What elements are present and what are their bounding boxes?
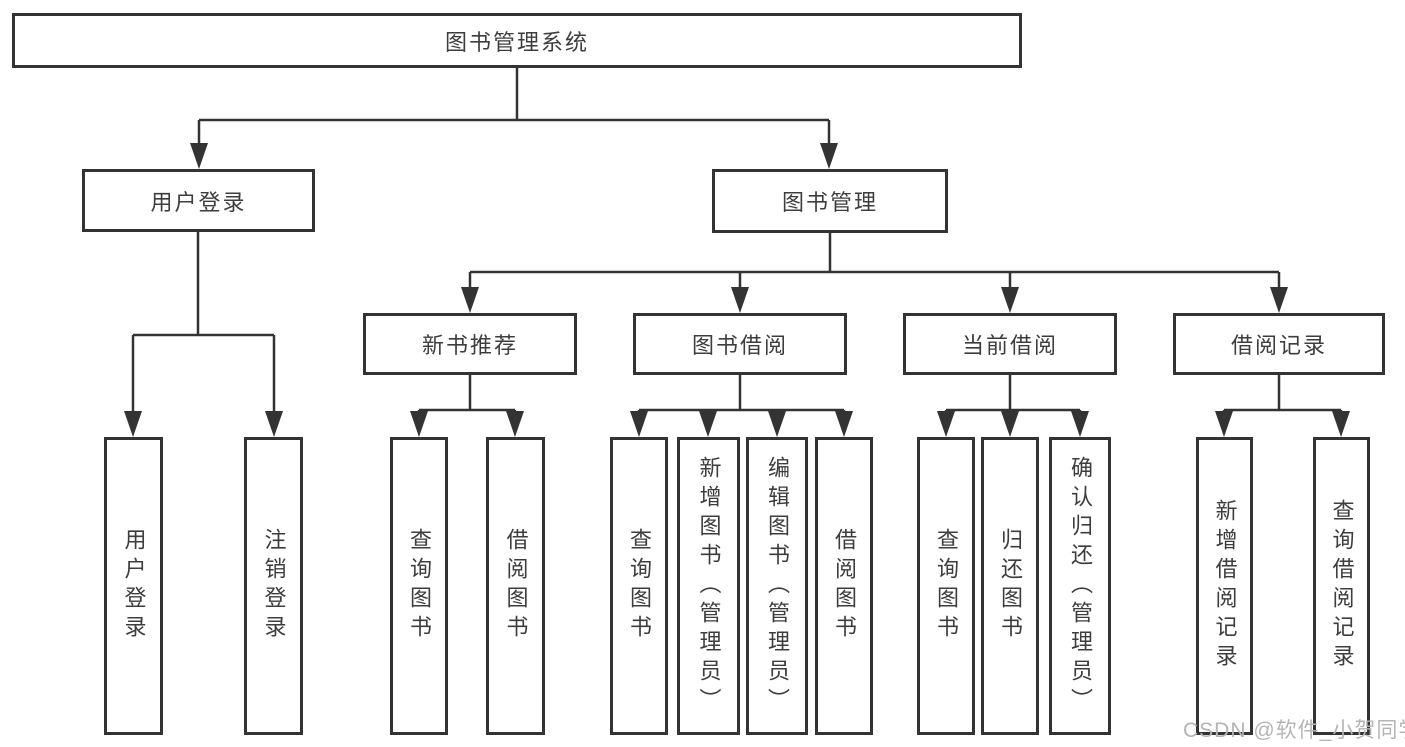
- arrowhead-icon: [937, 411, 955, 437]
- arrowhead-icon: [731, 287, 749, 313]
- node-new-book-recommend: 新书推荐: [363, 313, 577, 375]
- arrowhead-icon: [1270, 287, 1288, 313]
- arrowhead-icon: [630, 411, 648, 437]
- arrowhead-icon: [1215, 411, 1233, 437]
- node-book-borrow: 图书借阅: [633, 313, 847, 375]
- arrowhead-icon: [835, 411, 853, 437]
- node-user-login: 用户登录: [82, 169, 315, 232]
- arrowhead-icon: [699, 411, 717, 437]
- node-root: 图书管理系统: [12, 13, 1022, 68]
- leaf-confirm-return-admin: 确认归还（管理员）: [1049, 437, 1111, 735]
- leaf-edit-book-admin: 编辑图书（管理员）: [746, 437, 808, 735]
- node-book-management: 图书管理: [712, 169, 948, 233]
- arrowhead-icon: [124, 411, 142, 437]
- arrowhead-icon: [768, 411, 786, 437]
- leaf-user-login: 用户登录: [104, 437, 163, 735]
- arrowhead-icon: [1071, 411, 1089, 437]
- arrowhead-icon: [190, 143, 208, 169]
- arrowhead-icon: [410, 411, 428, 437]
- leaf-borrow-books: 借阅图书: [486, 437, 545, 735]
- arrowhead-icon: [265, 411, 283, 437]
- leaf-query-borrow-record: 查询借阅记录: [1313, 437, 1370, 735]
- node-borrow-records: 借阅记录: [1173, 313, 1385, 375]
- leaf-return-book: 归还图书: [981, 437, 1039, 735]
- leaf-logout: 注销登录: [244, 437, 303, 735]
- arrowhead-icon: [1001, 411, 1019, 437]
- node-current-borrow: 当前借阅: [903, 313, 1117, 375]
- leaf-add-borrow-record: 新增借阅记录: [1196, 437, 1253, 735]
- leaf-query-books: 查询图书: [610, 437, 668, 735]
- leaf-query-books: 查询图书: [917, 437, 975, 735]
- arrowhead-icon: [1332, 411, 1350, 437]
- csdn-watermark: CSDN @软件_小贺同学: [1183, 719, 1405, 742]
- arrowhead-icon: [461, 287, 479, 313]
- arrowhead-icon: [820, 143, 838, 169]
- arrowhead-icon: [1001, 287, 1019, 313]
- leaf-query-books: 查询图书: [390, 437, 448, 735]
- leaf-add-book-admin: 新增图书（管理员）: [677, 437, 740, 735]
- arrowhead-icon: [506, 411, 524, 437]
- leaf-borrow-books: 借阅图书: [815, 437, 873, 735]
